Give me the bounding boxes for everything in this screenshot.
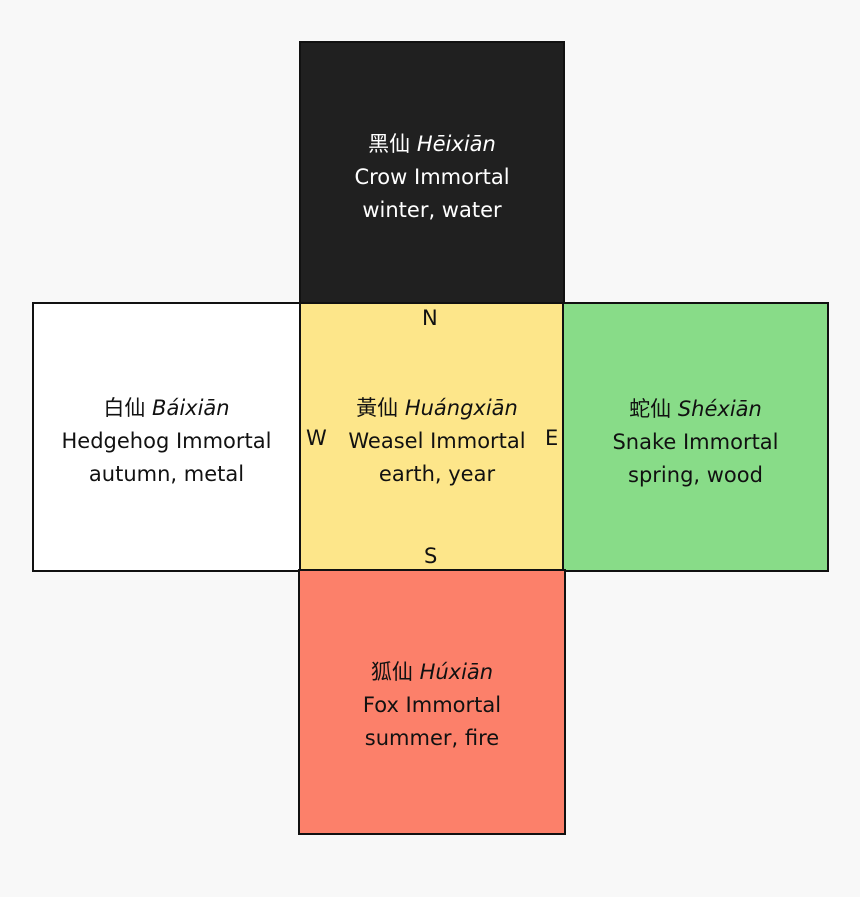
direction-label-west: W <box>306 426 327 450</box>
west-immortal-name: Hedgehog Immortal <box>61 428 272 453</box>
south-immortal-name: Fox Immortal <box>362 692 502 717</box>
direction-label-south: S <box>424 544 438 568</box>
east-title: 蛇仙 Shéxiān <box>612 393 778 426</box>
north-cell-text: 黑仙 Hēixiān Crow Immortal winter, water <box>354 128 509 227</box>
south-cell-text: 狐仙 Húxiān Fox Immortal summer, fire <box>363 656 501 755</box>
center-cell-text: 黃仙 Huángxiān Weasel Immortal earth, year <box>348 392 525 491</box>
north-attributes: winter, water <box>362 197 502 222</box>
east-pinyin: Shéxiān <box>677 396 762 421</box>
west-hanzi: 白仙 <box>103 395 146 420</box>
center-attributes: earth, year <box>378 461 496 486</box>
east-cell-snake-immortal: 蛇仙 Shéxiān Snake Immortal spring, wood <box>562 302 829 572</box>
south-pinyin: Húxiān <box>419 659 494 684</box>
east-hanzi: 蛇仙 <box>629 396 672 421</box>
center-immortal-name: Weasel Immortal <box>348 428 526 453</box>
west-cell-hedgehog-immortal: 白仙 Báixiān Hedgehog Immortal autumn, met… <box>32 302 301 572</box>
south-title: 狐仙 Húxiān <box>363 656 501 689</box>
south-cell-fox-immortal: 狐仙 Húxiān Fox Immortal summer, fire <box>298 569 566 835</box>
north-title: 黑仙 Hēixiān <box>354 128 509 161</box>
east-attributes: spring, wood <box>628 462 763 487</box>
west-pinyin: Báixiān <box>152 395 230 420</box>
west-cell-text: 白仙 Báixiān Hedgehog Immortal autumn, met… <box>62 392 272 491</box>
north-pinyin: Hēixiān <box>416 131 496 156</box>
east-immortal-name: Snake Immortal <box>612 429 779 454</box>
center-title: 黃仙 Huángxiān <box>348 392 525 425</box>
south-attributes: summer, fire <box>364 725 500 750</box>
direction-label-north: N <box>422 306 438 330</box>
north-hanzi: 黑仙 <box>368 131 411 156</box>
south-hanzi: 狐仙 <box>370 659 413 684</box>
center-pinyin: Huángxiān <box>404 395 518 420</box>
north-cell-crow-immortal: 黑仙 Hēixiān Crow Immortal winter, water <box>299 41 565 305</box>
center-cell-weasel-immortal: 黃仙 Huángxiān Weasel Immortal earth, year <box>299 302 565 572</box>
direction-label-east: E <box>545 426 559 450</box>
west-title: 白仙 Báixiān <box>62 392 272 425</box>
north-immortal-name: Crow Immortal <box>354 164 510 189</box>
west-attributes: autumn, metal <box>88 461 245 486</box>
east-cell-text: 蛇仙 Shéxiān Snake Immortal spring, wood <box>612 393 778 492</box>
center-hanzi: 黃仙 <box>356 395 399 420</box>
